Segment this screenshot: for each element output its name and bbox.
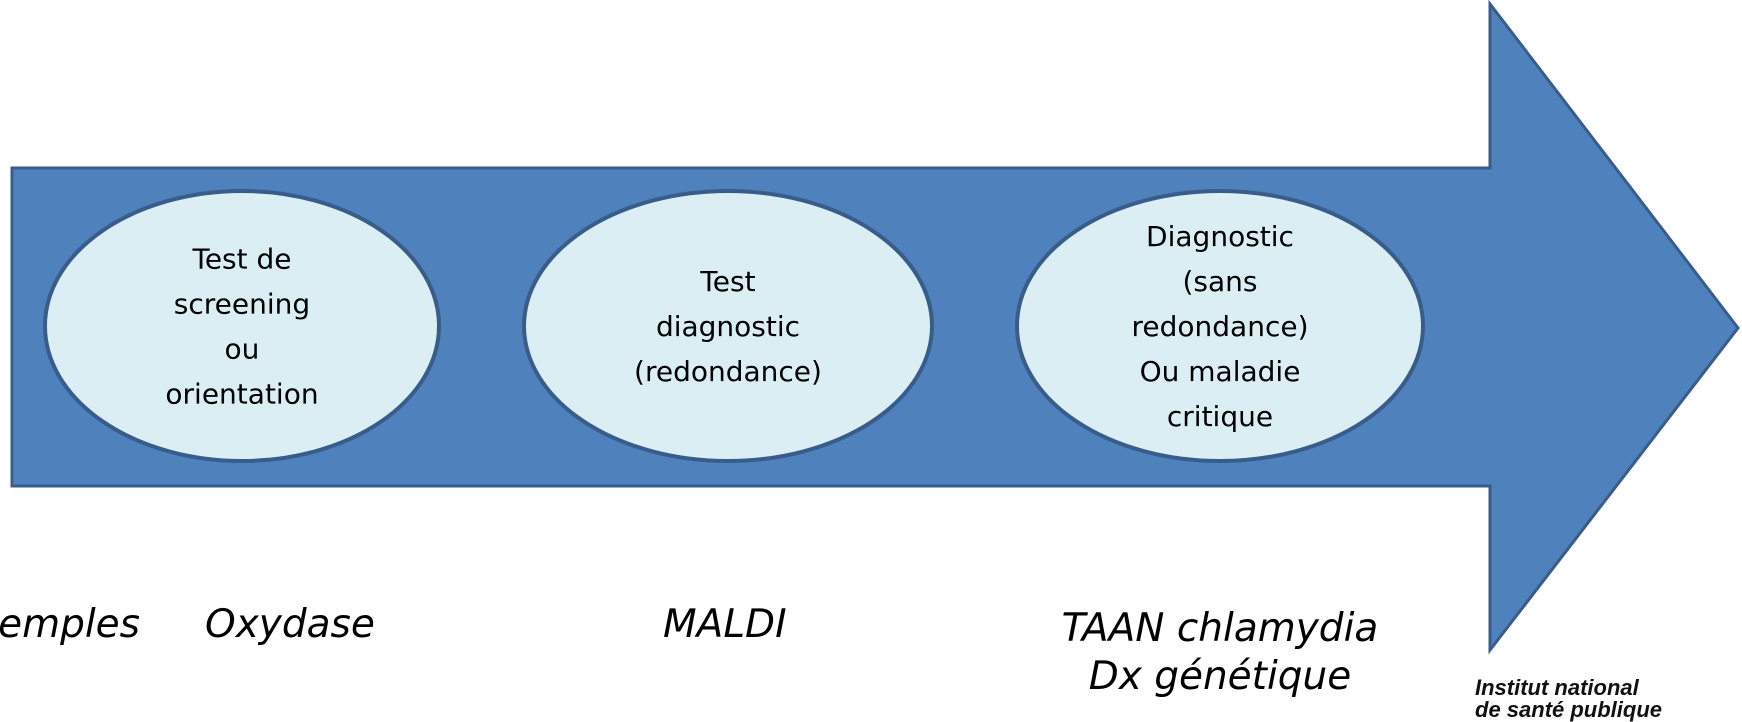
logo-line-2: de santé publique	[1475, 697, 1663, 722]
examples-label: Exemples	[0, 602, 140, 647]
stage-1-line: ou	[225, 333, 260, 366]
stage-3-label: Diagnostic (sans redondance) Ou maladie crit…	[1132, 220, 1309, 433]
logo-line-1: Institut national	[1475, 675, 1639, 700]
stage-3-line: critique	[1167, 400, 1273, 433]
stage-3-line: (sans	[1182, 265, 1257, 298]
stage-3: Diagnostic (sans redondance) Ou maladie crit…	[1015, 189, 1425, 463]
stage-2-line: diagnostic	[656, 310, 800, 343]
stage-2-ellipse	[522, 189, 934, 463]
stage-1-line: Test de	[191, 243, 291, 276]
example-stage3: TAAN chlamydia Dx génétique	[1060, 605, 1380, 700]
stage-3-line: Diagnostic	[1146, 220, 1294, 253]
stage-2-label: Test diagnostic (redondance)	[634, 265, 822, 388]
stage-3-line: Ou maladie	[1140, 355, 1301, 388]
stage-2: Test diagnostic (redondance)	[522, 189, 934, 463]
stage-1-line: orientation	[165, 378, 318, 411]
example-oxydase: Oxydase	[205, 602, 375, 647]
stage-1: Test de screening ou orientation	[43, 189, 441, 463]
stage-1-line: screening	[174, 288, 310, 321]
institut-logo: Institut national de santé publique	[1475, 675, 1663, 722]
stage-2-line: (redondance)	[634, 355, 822, 388]
example-maldi: MALDI	[663, 602, 787, 647]
stage-3-line: redondance)	[1132, 310, 1309, 343]
example-taan-chlamydia: TAAN chlamydia	[1061, 606, 1379, 651]
stage-2-line: Test	[699, 265, 755, 298]
stage-1-ellipse	[43, 189, 441, 463]
stage-1-label: Test de screening ou orientation	[165, 243, 318, 411]
example-dx-genetique: Dx génétique	[1088, 653, 1352, 699]
stage-3-ellipse	[1015, 189, 1425, 463]
